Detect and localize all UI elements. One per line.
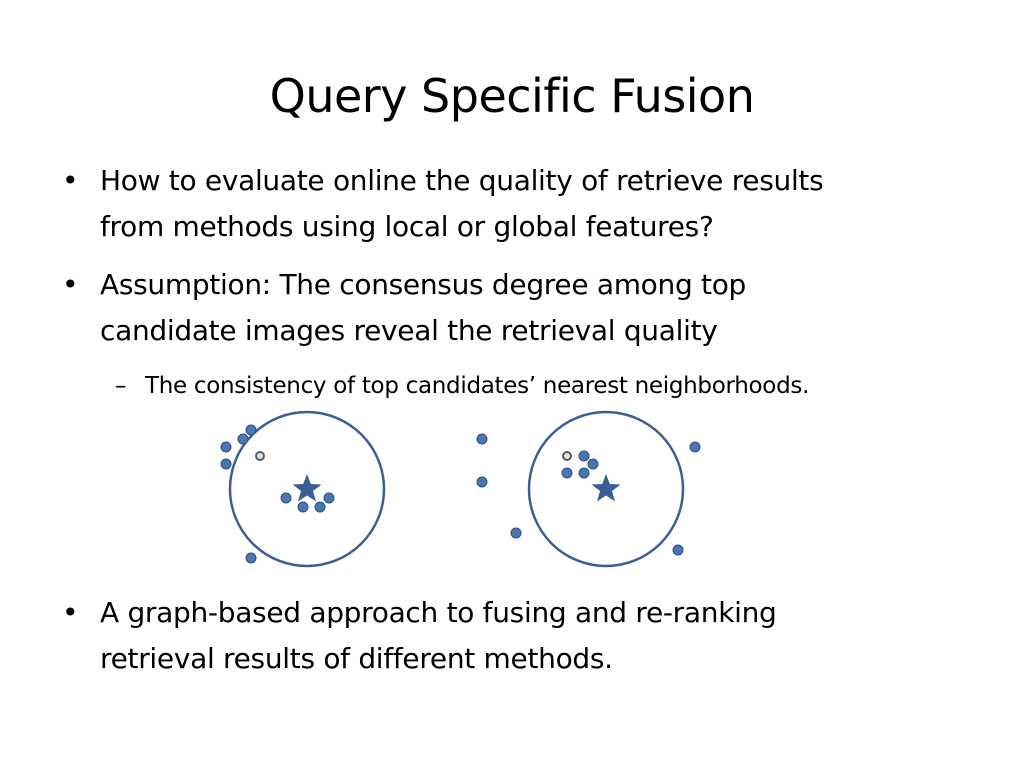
dot-icon (672, 544, 684, 556)
dot-icon (220, 458, 232, 470)
dot-icon (587, 458, 599, 470)
sub-bullet-marker: – (115, 373, 127, 399)
neighborhood-circle (228, 410, 386, 568)
star-icon (591, 474, 621, 502)
bullet-3: • A graph-based approach to fusing and r… (62, 590, 980, 682)
bullet-marker: • (62, 596, 79, 629)
sub-bullet-1: – The consistency of top candidates’ nea… (115, 368, 1005, 404)
dot-icon (510, 527, 522, 539)
slide-title: Query Specific Fusion (269, 69, 755, 123)
dot-icon (245, 424, 257, 436)
highlight-dot-icon (562, 451, 572, 461)
dot-icon (476, 476, 488, 488)
dot-icon (237, 433, 249, 445)
sub-bullet-1-text: The consistency of top candidates’ neare… (145, 373, 810, 399)
dot-icon (245, 552, 257, 564)
dot-icon (578, 450, 590, 462)
neighborhood-circle (527, 410, 685, 568)
dot-icon (280, 492, 292, 504)
bullet-marker: • (62, 268, 79, 301)
bullet-2-line-1: Assumption: The consensus degree among t… (100, 268, 747, 301)
bullet-2-line-2: candidate images reveal the retrieval qu… (100, 314, 718, 347)
bullet-1-line-2: from methods using local or global featu… (100, 210, 714, 243)
star-icon (292, 474, 322, 502)
bullet-2: • Assumption: The consensus degree among… (62, 262, 980, 354)
dot-icon (476, 433, 488, 445)
dot-icon (314, 501, 326, 513)
dot-icon (689, 441, 701, 453)
diagram-right-group (476, 410, 701, 568)
bullet-3-line-1: A graph-based approach to fusing and re-… (100, 596, 777, 629)
bullet-3-line-2: retrieval results of different methods. (100, 642, 613, 675)
dot-icon (220, 441, 232, 453)
diagram-left-group (220, 410, 386, 568)
dot-icon (297, 501, 309, 513)
highlight-dot-icon (255, 451, 265, 461)
dot-icon (578, 467, 590, 479)
bullet-1-line-1: How to evaluate online the quality of re… (100, 164, 824, 197)
bullet-1: • How to evaluate online the quality of … (62, 158, 980, 250)
bullet-marker: • (62, 164, 79, 197)
dot-icon (323, 492, 335, 504)
dot-icon (561, 467, 573, 479)
